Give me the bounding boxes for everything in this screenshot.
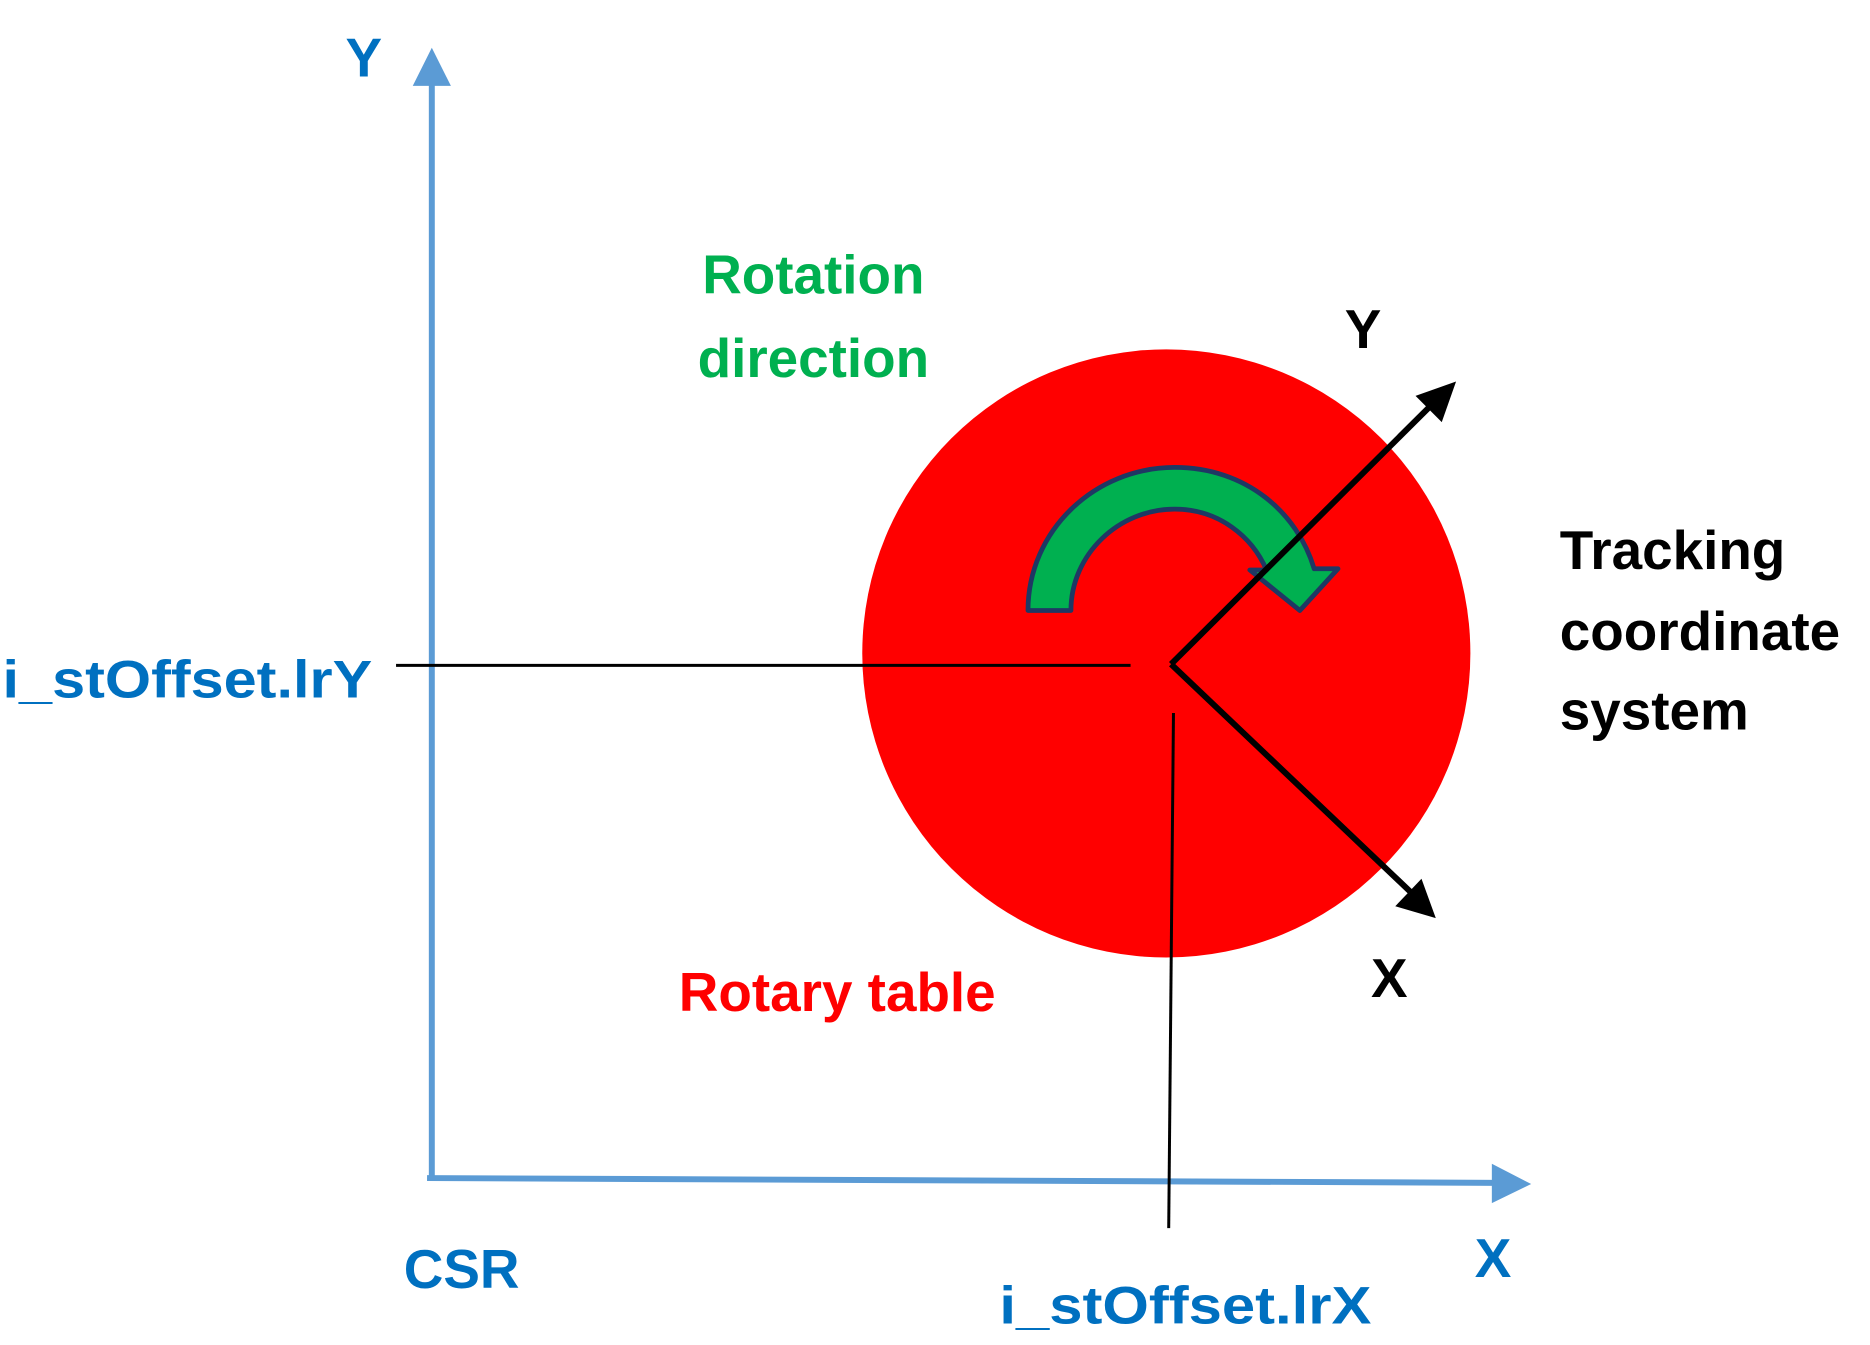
csr-y-axis <box>412 47 451 1179</box>
csr-y-label: Y <box>346 26 383 88</box>
offset-y-label: i_stOffset.lrY <box>3 652 373 710</box>
tracking-y-axis <box>1168 381 1457 667</box>
csr-x-axis <box>427 1163 1532 1204</box>
rotary-table-disc <box>862 349 1471 958</box>
csr-y-arrowhead-icon <box>412 47 451 86</box>
csr-origin-label: CSR <box>404 1238 520 1300</box>
tracking-x-label: X <box>1371 947 1408 1009</box>
csr-x-label: X <box>1475 1227 1512 1289</box>
rotation-label-line2: direction <box>698 327 930 389</box>
rotation-label-line1: Rotation <box>702 243 924 305</box>
tracking-label-line3: system <box>1560 680 1749 742</box>
tracking-y-arrowhead-icon <box>1415 381 1457 423</box>
tracking-x-axis <box>1169 661 1436 919</box>
rotary-table-label: Rotary table <box>679 961 996 1023</box>
csr-x-arrowhead-icon <box>1491 1163 1532 1204</box>
tracking-y-label: Y <box>1345 298 1382 360</box>
tracking-x-arrowhead-icon <box>1395 878 1436 919</box>
tracking-label-line1: Tracking <box>1560 519 1786 581</box>
offset-x-label: i_stOffset.lrX <box>999 1278 1371 1336</box>
offset-x-line <box>1167 713 1175 1229</box>
tracking-label-line2: coordinate <box>1560 600 1840 662</box>
